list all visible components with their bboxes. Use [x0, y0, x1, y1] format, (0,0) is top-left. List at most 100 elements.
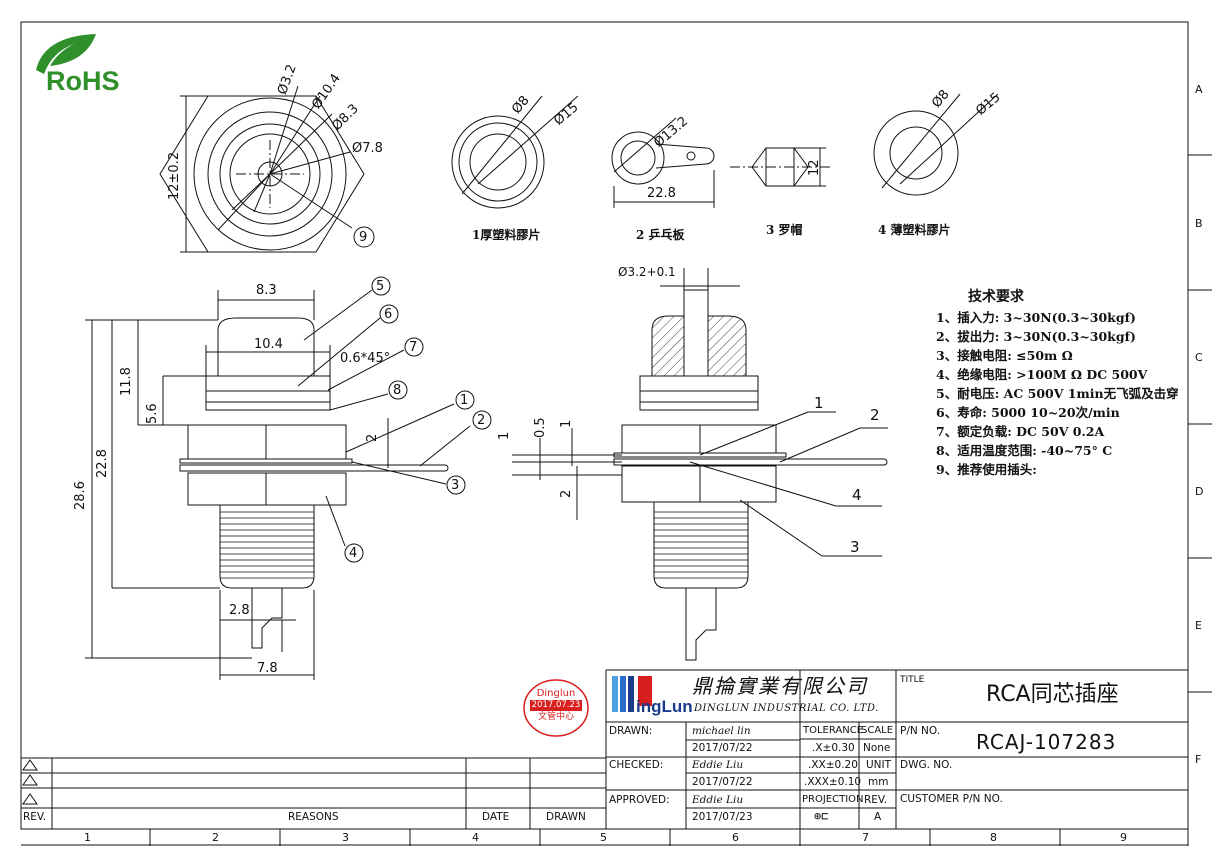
spec-title: 技术要求	[968, 289, 1024, 305]
stamp-line: 文管中心	[537, 712, 574, 722]
zone-col-8: 8	[990, 831, 997, 844]
spec-item: 8、适用温度范围: -40~75° C	[936, 443, 1113, 458]
approval-stamp: Dinglun 2017.07.23 文管中心	[530, 688, 582, 723]
spec-item: 3、接触电阻: ≤50m Ω	[936, 348, 1073, 363]
zone-col-2: 2	[212, 831, 219, 844]
section-callout-1: 1	[814, 394, 824, 412]
drawn-label: DRAWN:	[609, 725, 653, 737]
spec-item: 6、寿命: 5000 10~20次/min	[936, 405, 1120, 420]
spec-item: 1、插入力: 3~30N(0.3~30kgf)	[936, 310, 1136, 325]
spec-item: 7、额定负载: DC 50V 0.2A	[936, 424, 1105, 439]
part-1-caption: 1厚塑料膠片	[472, 228, 541, 242]
zone-row-f: F	[1195, 753, 1202, 766]
part-3-nut-drawing	[730, 147, 830, 187]
rev-value: A	[874, 811, 882, 823]
checked-date: 2017/07/22	[692, 776, 753, 788]
unit-label: UNIT	[866, 759, 892, 771]
spec-list: 1、插入力: 3~30N(0.3~30kgf) 2、拔出力: 3~30N(0.3…	[936, 308, 1179, 479]
side-dim-2: 2	[365, 433, 380, 442]
checked-label: CHECKED:	[609, 759, 664, 771]
part-3-height-12: 12	[807, 159, 822, 176]
stamp-line: Dinglun	[536, 688, 576, 699]
title-label: TITLE	[900, 675, 925, 685]
zone-col-5: 5	[600, 831, 607, 844]
side-callout-8: 8	[393, 383, 402, 398]
section-callout-2: 2	[870, 406, 880, 424]
projection-symbol-icon: ⊕⊏	[814, 809, 829, 823]
side-callout-6: 6	[384, 307, 393, 322]
side-view-drawing	[85, 276, 492, 680]
top-view-height-dim: 12±0.2	[167, 151, 182, 200]
dinglun-logo-mark	[612, 676, 652, 712]
callout-9: 9	[359, 230, 368, 245]
section-dim-2: 2	[559, 489, 574, 498]
zone-row-d: D	[1195, 485, 1204, 498]
zone-col-1: 1	[84, 831, 91, 844]
zone-col-9: 9	[1120, 831, 1127, 844]
projection-label: PROJECTION	[802, 794, 864, 805]
part-1-washer-drawing	[451, 95, 579, 209]
approved-by: Eddie Liu	[692, 794, 744, 806]
spec-item: 4、绝缘电阻: >100M Ω DC 500V	[936, 367, 1148, 382]
stamp-line: 2017.07.23	[530, 700, 582, 711]
section-dim-pin-dia: Ø3.2+0.1	[618, 265, 676, 279]
zone-col-4: 4	[472, 831, 479, 844]
side-dim-28-6: 28.6	[73, 481, 88, 510]
dwg-label: DWG. NO.	[900, 759, 953, 771]
tolerance-3: .XXX±0.10	[804, 776, 862, 788]
company-name-en: DINGLUN INDUSTRIAL CO. LTD.	[694, 703, 879, 714]
spec-item: 5、耐电压: AC 500V 1min无飞弧及击穿	[936, 386, 1179, 401]
side-dim-7-8: 7.8	[257, 661, 278, 676]
rev-header: REV.	[23, 811, 47, 823]
section-callout-3: 3	[850, 538, 860, 556]
side-dim-22-8: 22.8	[95, 449, 110, 478]
side-callout-3: 3	[451, 478, 460, 493]
spec-item: 9、推荐使用插头:	[936, 462, 1037, 477]
rohs-logo-text: RoHS	[46, 66, 120, 96]
zone-col-3: 3	[342, 831, 349, 844]
dinglun-brand: ingLun	[636, 697, 693, 716]
zone-row-e: E	[1195, 619, 1202, 632]
drawn-by: michael lin	[692, 725, 751, 737]
side-callout-7: 7	[409, 340, 418, 355]
drawing-title: RCA同芯插座	[986, 682, 1119, 707]
section-dim-1-a: 1	[497, 431, 512, 440]
rohs-leaf-logo	[36, 34, 96, 74]
section-view-drawing	[512, 268, 888, 661]
side-dim-11-8: 11.8	[119, 367, 134, 396]
pn-label: P/N NO.	[900, 725, 941, 737]
date-header: DATE	[482, 811, 510, 823]
tolerance-2: .XX±0.20	[808, 759, 858, 771]
side-callout-4: 4	[349, 546, 358, 561]
company-name-cn: 鼎掄實業有限公司	[692, 674, 868, 698]
customer-pn-label: CUSTOMER P/N NO.	[900, 793, 1003, 805]
side-dim-10-4: 10.4	[254, 337, 283, 352]
part-2-width-22-8: 22.8	[647, 186, 676, 201]
scale-label: SCALE	[861, 725, 894, 736]
side-dim-chamfer: 0.6*45°	[340, 351, 391, 366]
unit-value: mm	[868, 776, 889, 788]
zone-col-7: 7	[862, 831, 869, 844]
section-dim-0-5: 0.5	[533, 417, 548, 438]
side-callout-2: 2	[477, 413, 486, 428]
checked-by: Eddie Liu	[692, 759, 744, 771]
side-dim-5-6: 5.6	[145, 403, 160, 424]
part-4-caption: 4 薄塑料膠片	[878, 223, 951, 237]
tolerance-label: TOLERANCE	[803, 725, 864, 736]
part-number: RCAJ-107283	[976, 730, 1117, 754]
part-2-solder-lug-drawing	[611, 117, 715, 208]
tolerance-1: .X±0.30	[812, 742, 855, 754]
top-view-drawing	[159, 85, 375, 253]
zone-row-c: C	[1195, 351, 1203, 364]
section-dim-1-b: 1	[559, 419, 574, 428]
zone-row-a: A	[1195, 83, 1203, 96]
side-dim-8-3: 8.3	[256, 283, 277, 298]
dia-7-8-label: Ø7.8	[352, 141, 383, 156]
rev-label-tb: REV.	[864, 794, 888, 806]
side-dim-2-8: 2.8	[229, 603, 250, 618]
scale-value: None	[863, 742, 891, 754]
section-callout-4: 4	[852, 486, 862, 504]
approved-date: 2017/07/23	[692, 811, 753, 823]
approved-label: APPROVED:	[609, 794, 670, 806]
